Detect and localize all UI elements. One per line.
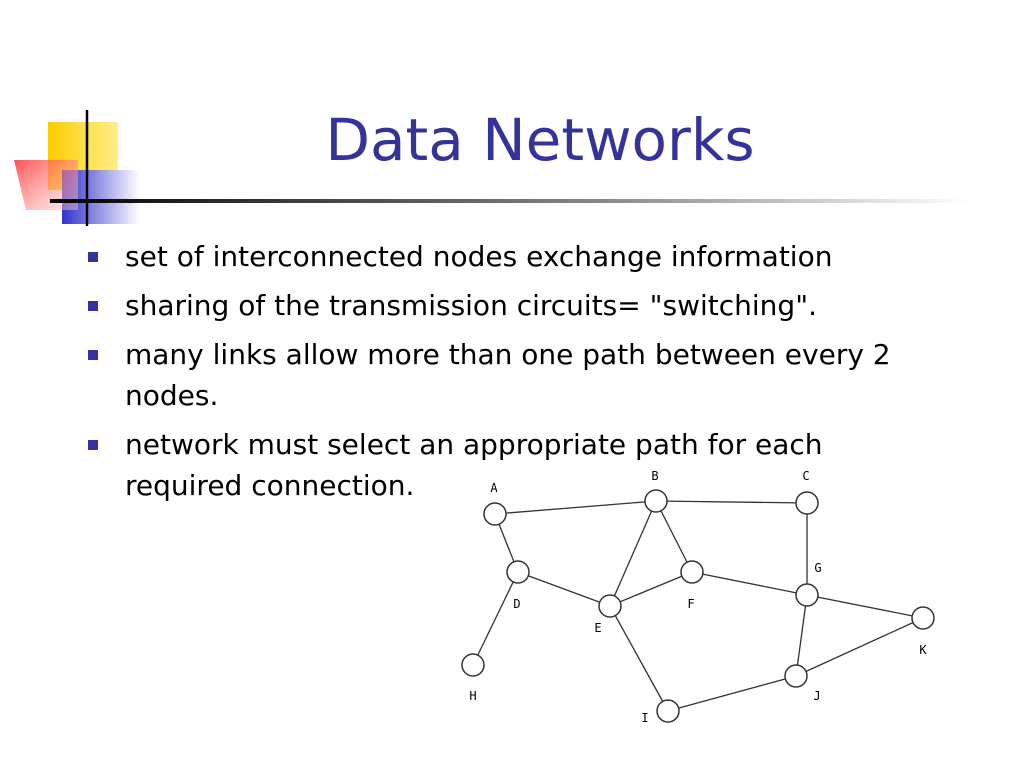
title-rule — [50, 199, 970, 203]
bullet-list: set of interconnected nodes exchange inf… — [88, 236, 928, 514]
node-label-E: E — [594, 621, 601, 635]
edge-I-J — [667, 675, 797, 712]
edge-B-E — [609, 500, 657, 607]
edge-D-H — [472, 571, 519, 666]
node-label-J: J — [813, 689, 820, 703]
edge-F-G — [691, 571, 808, 596]
node-G — [795, 583, 819, 607]
node-C — [795, 491, 819, 515]
node-B — [644, 489, 668, 513]
node-A — [483, 502, 507, 526]
edge-J-K — [795, 617, 924, 677]
edge-E-F — [609, 571, 693, 607]
node-label-G: G — [814, 561, 821, 575]
red-square — [14, 160, 78, 210]
edge-A-B — [494, 500, 657, 515]
node-E — [598, 594, 622, 618]
network-diagram: A B C D E F G H I J K — [461, 469, 935, 725]
square-bullet-icon — [88, 350, 98, 360]
bullet-text: network must select an appropriate path … — [125, 428, 823, 502]
edge-G-K — [806, 594, 924, 619]
edge-B-F — [655, 500, 693, 573]
square-bullet-icon — [88, 252, 98, 262]
node-label-A: A — [490, 481, 498, 495]
node-label-D: D — [513, 597, 520, 611]
node-K — [911, 606, 935, 630]
edge-G-J — [795, 594, 808, 677]
node-F — [680, 560, 704, 584]
edge-E-I — [609, 605, 669, 712]
node-label-F: F — [687, 597, 694, 611]
bullet-item: network must select an appropriate path … — [88, 424, 915, 506]
node-D — [506, 560, 530, 584]
square-bullet-icon — [88, 440, 98, 450]
bullet-item: sharing of the transmission circuits= "s… — [88, 285, 928, 326]
node-label-K: K — [919, 643, 927, 657]
node-I — [656, 699, 680, 723]
bullet-text: set of interconnected nodes exchange inf… — [125, 240, 833, 273]
node-label-C: C — [802, 469, 809, 483]
node-H — [461, 653, 485, 677]
node-J — [784, 664, 808, 688]
slide-title: Data Networks — [325, 106, 755, 174]
bullet-item: set of interconnected nodes exchange inf… — [88, 236, 928, 277]
edge-B-C — [655, 500, 808, 504]
node-label-B: B — [651, 469, 658, 483]
bullet-item: many links allow more than one path betw… — [88, 334, 925, 416]
node-label-I: I — [641, 711, 648, 725]
node-label-H: H — [469, 689, 476, 703]
bullet-text: many links allow more than one path betw… — [125, 338, 891, 412]
edge-D-E — [517, 571, 611, 607]
title-decoration — [14, 110, 970, 226]
bullet-text: sharing of the transmission circuits= "s… — [125, 289, 817, 322]
square-bullet-icon — [88, 301, 98, 311]
